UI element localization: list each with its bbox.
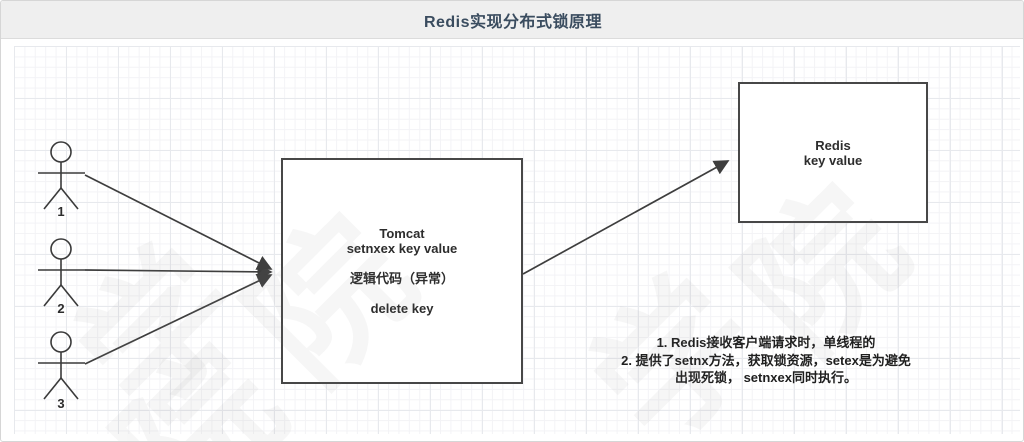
notes-line-3: 出现死锁， setnxex同时执行。 (674, 370, 858, 385)
actor-3-label: 3 (57, 396, 65, 411)
tomcat-title: Tomcat (379, 226, 425, 241)
tomcat-node: Tomcat setnxex key value 逻辑代码（异常） delete… (281, 158, 523, 384)
redis-node: Redis key value (738, 82, 928, 223)
redis-title: Redis (815, 137, 851, 153)
notes-text: 1. Redis接收客户端请求时，单线程的 2. 提供了setnx方法，获取锁资… (593, 334, 939, 387)
actor-1-label: 1 (57, 204, 65, 219)
tomcat-delete: delete key (370, 301, 434, 316)
title-bar: Redis实现分布式锁原理 (1, 1, 1023, 39)
tomcat-command: setnxex key value (346, 241, 458, 256)
tomcat-logic: 逻辑代码（异常） (349, 271, 454, 286)
notes-line-1: 1. Redis接收客户端请求时，单线程的 (656, 335, 876, 350)
redis-value: key value (803, 152, 863, 168)
actor-2-label: 2 (57, 301, 65, 316)
notes-line-2: 2. 提供了setnx方法，获取锁资源，setex是为避免 (621, 352, 911, 368)
page-title: Redis实现分布式锁原理 (423, 13, 603, 31)
